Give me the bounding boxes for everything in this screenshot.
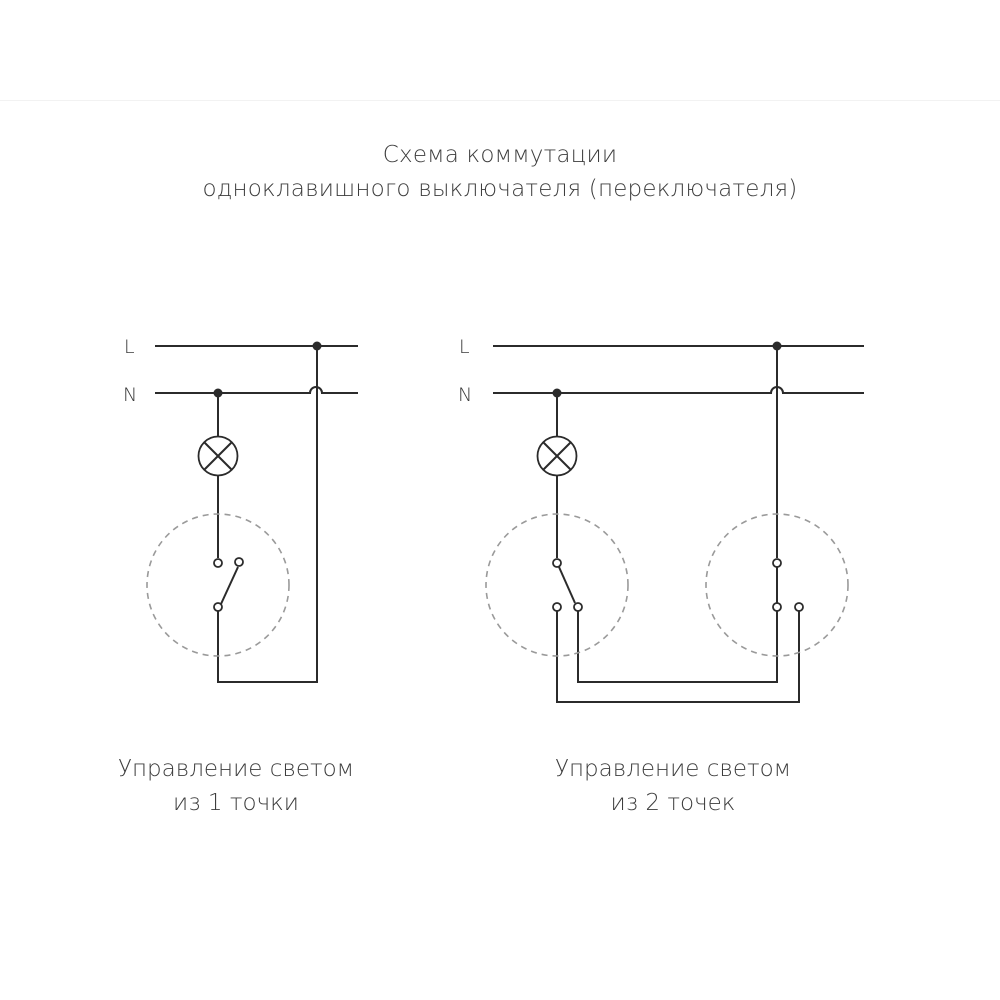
caption-one-point: Управление светом из 1 точки [66,752,406,820]
bus-wire-n [493,386,864,394]
caption-line-1: Управление светом [117,756,355,782]
top-divider [0,100,1000,101]
switch-icon [552,558,583,612]
switch2-terminal-b [794,602,804,612]
switch-icon [213,557,244,612]
diagram-two-point: L N [458,336,864,703]
switch1-terminal-common [552,558,562,568]
switch-terminal-bottom [213,602,223,612]
lamp-icon [536,435,578,477]
switch2-terminal-a [772,602,782,612]
switch-housing-outline [146,513,290,657]
switch1-terminal-b [573,602,583,612]
switch2-housing-outline [705,513,849,657]
bus-label-l: L [124,336,135,358]
switch-terminal-top [213,558,223,568]
title-line-1: Схема коммутации [382,142,618,168]
bus-wire-n [155,386,358,394]
lamp-icon [197,435,239,477]
traveller-wire-inner [577,611,778,683]
switch-icon [772,558,804,612]
caption-line-2: из 1 точки [173,790,299,816]
bus-label-n: N [123,384,137,406]
caption-line-1: Управление светом [554,756,792,782]
diagram-one-point: L N [123,336,358,683]
title-line-2: одноклавишного выключателя (переключател… [202,176,798,202]
bus-label-l: L [459,336,470,358]
bus-label-n: N [458,384,472,406]
switch1-housing-outline [485,513,629,657]
caption-line-2: из 2 точек [610,790,736,816]
switch1-terminal-a [552,602,562,612]
switch2-terminal-common [772,558,782,568]
diagram-title: Схема коммутации одноклавишного выключат… [0,138,1000,206]
traveller-wire-outer [556,611,800,703]
switch-terminal-open [234,557,244,567]
caption-two-point: Управление светом из 2 точек [503,752,843,820]
phase-wire [217,346,318,683]
